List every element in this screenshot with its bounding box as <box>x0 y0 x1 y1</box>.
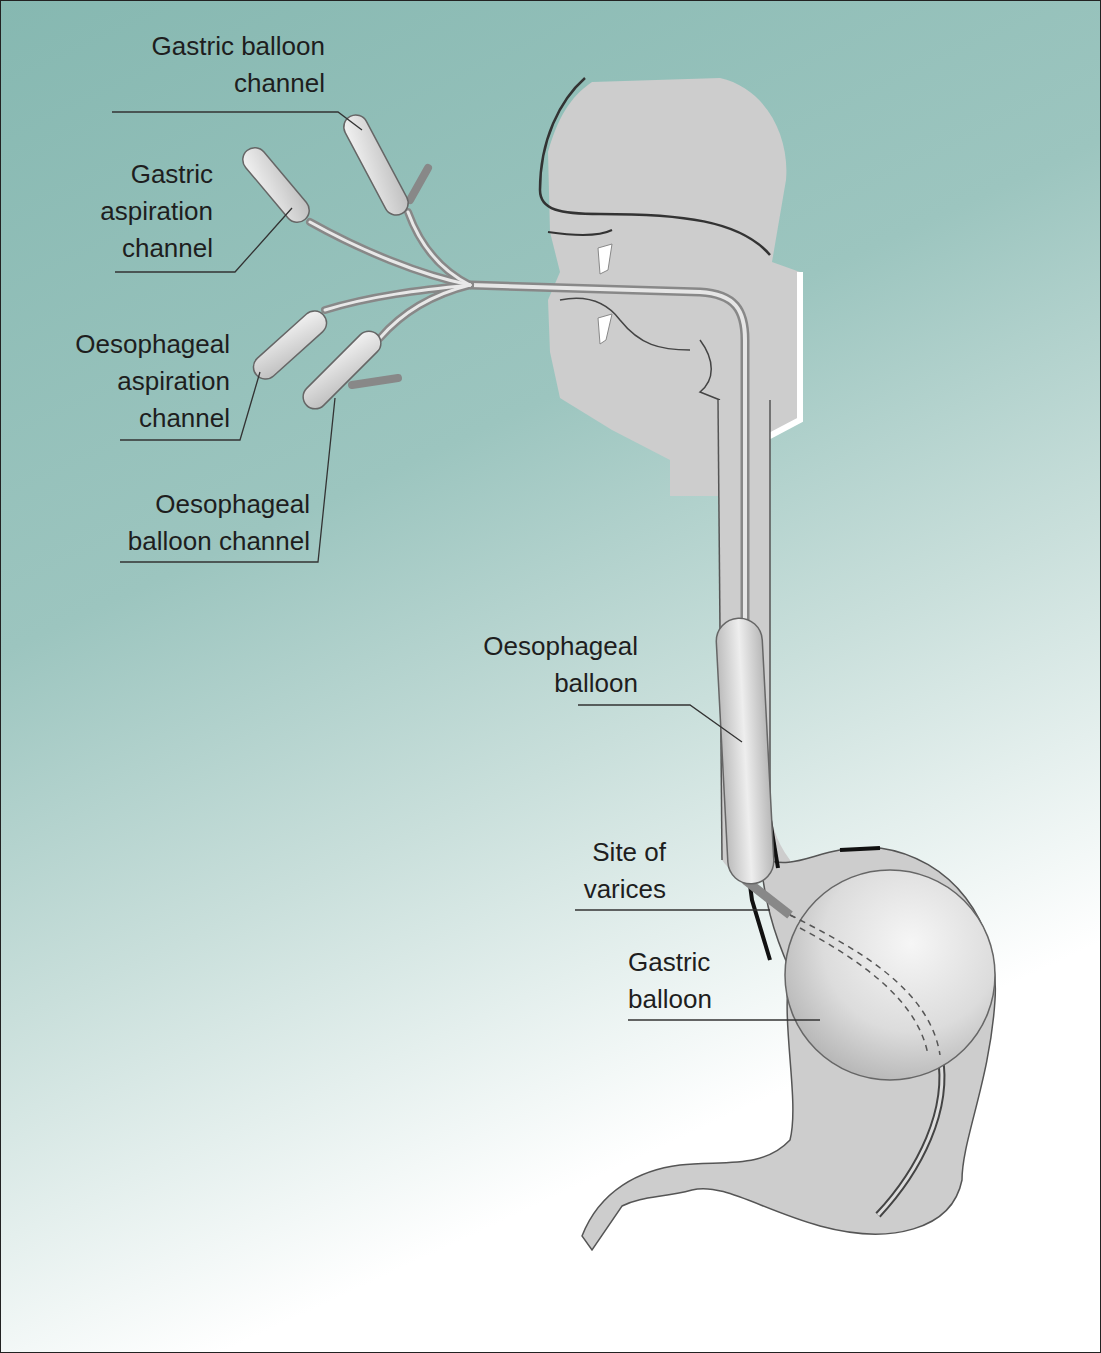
part-label: Oesophageal balloon <box>470 628 638 702</box>
part-label: Site of varices <box>560 834 666 908</box>
part-label: Oesophageal aspiration channel <box>68 326 230 437</box>
part-label: Gastric aspiration channel <box>83 156 213 267</box>
part-label: Gastric balloon channel <box>120 28 325 102</box>
part-label: Gastric balloon <box>628 944 738 1018</box>
part-label: Oesophageal balloon channel <box>112 486 310 560</box>
